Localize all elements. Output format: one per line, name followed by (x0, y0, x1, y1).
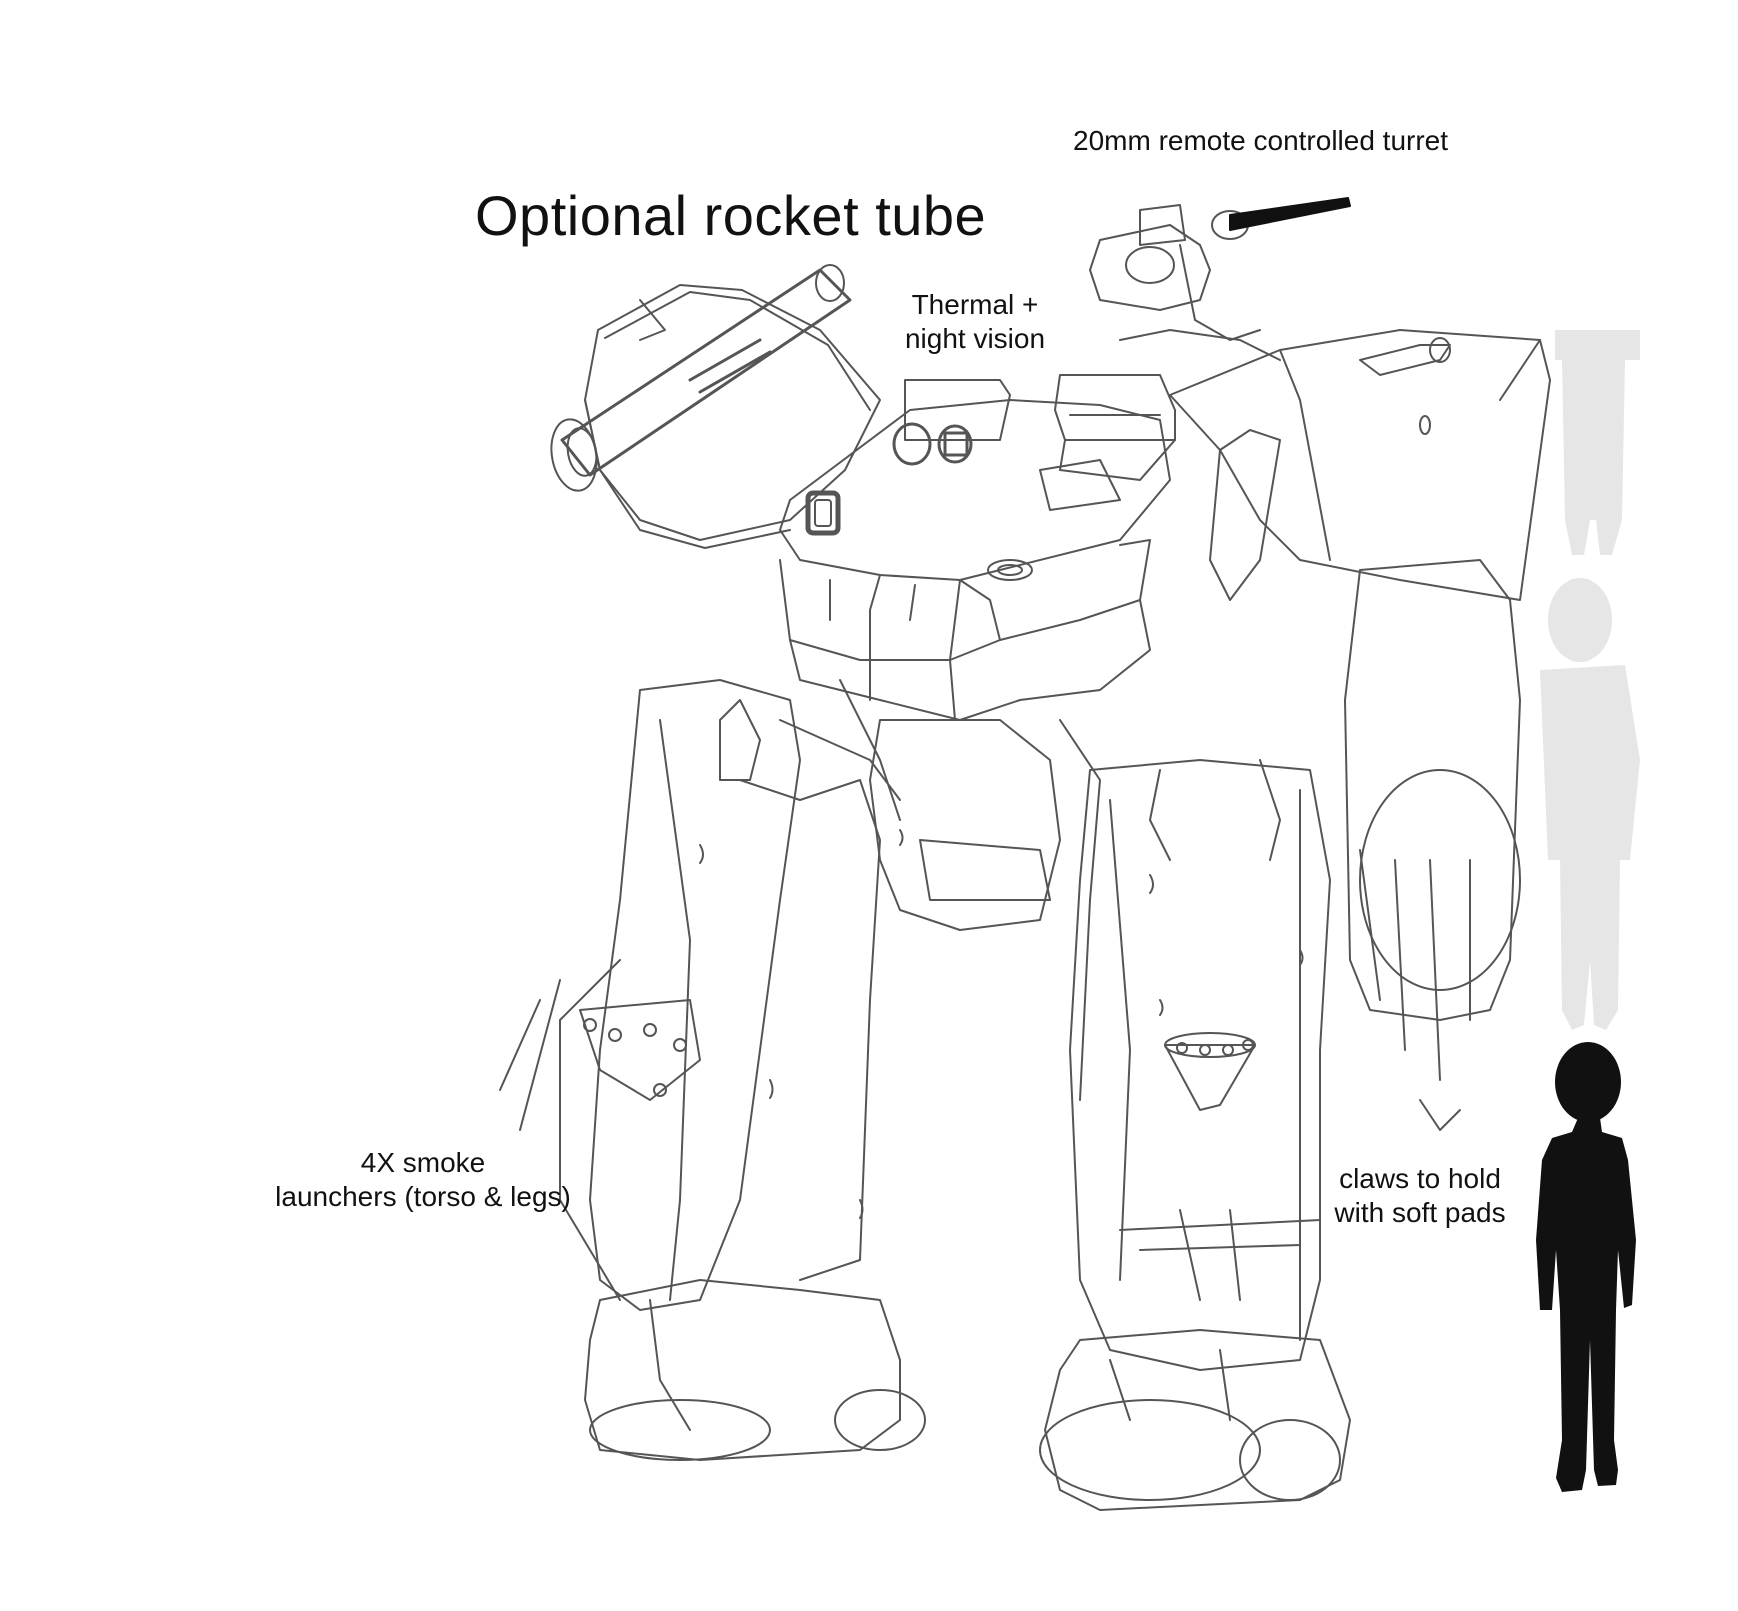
human-silhouette-icon (1536, 1042, 1636, 1492)
rocket-tube-annotation: Optional rocket tube (475, 184, 987, 247)
thermal-vision-annotation: Thermal + night vision (880, 288, 1070, 355)
smoke-launchers-annotation: 4X smoke launchers (torso & legs) (258, 1146, 588, 1213)
claws-annotation: claws to hold with soft pads (1320, 1162, 1520, 1229)
claws-annotation-line1: claws to hold (1339, 1163, 1501, 1194)
thermal-vision-annotation-line1: Thermal + (911, 289, 1039, 320)
turret-annotation: 20mm remote controlled turret (1073, 125, 1449, 156)
smoke-launchers-annotation-line2: launchers (torso & legs) (275, 1180, 571, 1212)
claws-annotation-line2: with soft pads (1334, 1196, 1506, 1228)
mech-body-sketch (499, 197, 1551, 1511)
thermal-vision-annotation-line2: night vision (904, 322, 1046, 354)
smoke-launchers-annotation-line1: 4X smoke (360, 1147, 486, 1178)
ghost-scale-figures (1540, 330, 1640, 1030)
